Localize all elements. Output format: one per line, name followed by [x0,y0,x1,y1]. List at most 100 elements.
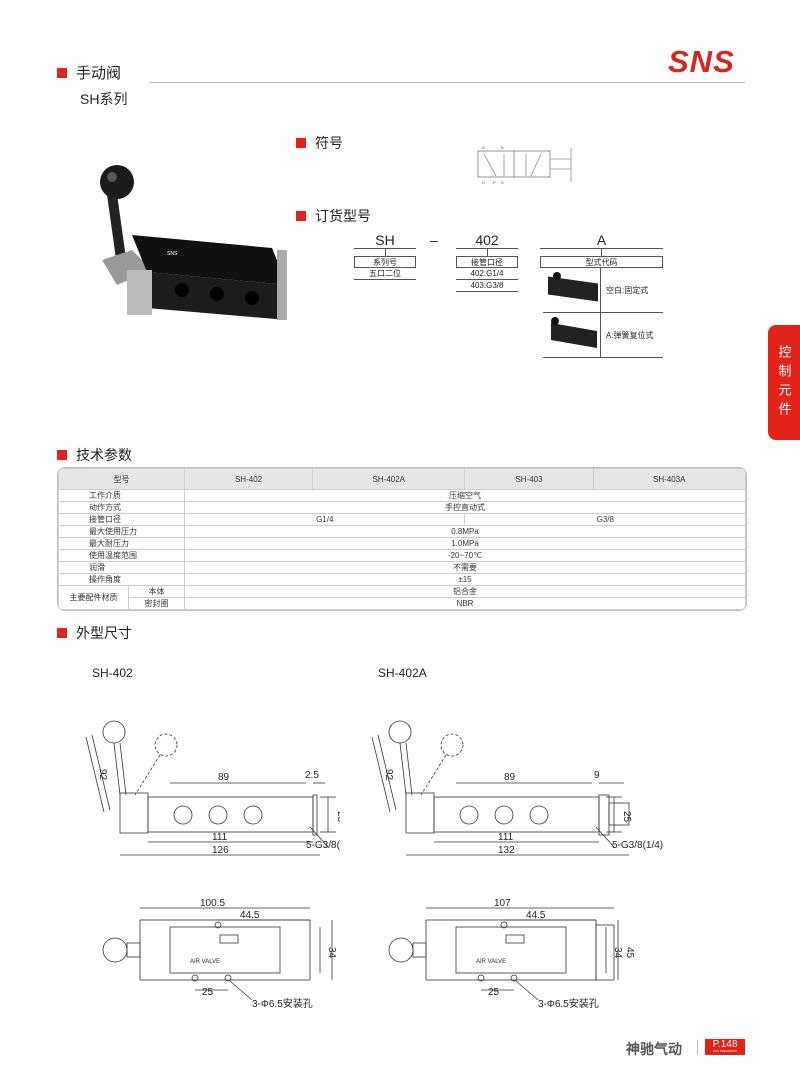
text: 9 [594,770,600,781]
text: 3-Φ6.5安装孔 [252,997,313,1010]
text: 44.5 [526,910,546,921]
dims-title-text: 外型尺寸 [76,625,132,641]
text: 111 [212,832,228,843]
text: 2.5 [305,770,319,781]
text: 主要配件材质 [58,585,129,610]
col-header: SH-403A [592,468,746,490]
text: 34 [612,947,623,959]
section-title-text: 手动阀 [76,65,122,82]
text: 密封圈 [128,597,185,610]
text: 最大使用压力 [58,525,185,538]
type-photo-spring [543,313,601,357]
text: 铝合金 [184,585,746,598]
table-row: 动作方式手控直动式 [58,501,746,514]
order-part-type: A [540,232,663,249]
text: ±15 [184,573,746,586]
table-row: 润滑不需要 [58,561,746,574]
text: 25 [335,811,340,823]
text: 接管口径 [58,513,185,526]
text: 工作介质 [58,489,185,502]
text: 92 [383,769,394,781]
text: 压缩空气 [184,489,746,502]
text: 89 [504,772,516,783]
text: 动作方式 [58,501,185,514]
text: 44.5 [240,910,260,921]
text: 5-G3/8(1/4) [306,840,340,851]
order-port: 402 接管口径 402:G1/4 403:G3/8 [456,232,518,292]
product-photo: SNS [100,165,287,320]
text: 5-G3/8(1/4) [612,840,663,851]
port-label: S [501,180,504,185]
bullet-icon [57,67,67,78]
text: 25 [202,987,214,998]
text: -20~70℃ [184,549,746,562]
footer-divider [697,1040,698,1055]
bullet-icon [57,628,67,638]
page-sub: SNS PNEUMATIC [712,1049,738,1053]
specs-title-text: 技术参数 [76,447,132,463]
text: G1/4 [183,513,466,526]
col-header: SH-403 [464,468,594,490]
port-label: P [493,180,496,185]
text: 89 [218,772,230,783]
text: 最大耐压力 [58,537,185,550]
text: NBR [184,597,746,610]
side-tab-control-components[interactable]: 控制元件 [768,325,800,440]
text: 不需要 [184,561,746,574]
col-header: SH-402 [183,468,314,490]
port-label: 接管口径 [456,256,518,268]
bullet-icon [296,211,306,221]
text: 1.0MPa [184,537,746,550]
text: 25 [621,811,632,823]
port-value: 403:G3/8 [456,280,518,292]
text: 132 [498,845,515,856]
bullet-icon [296,138,306,148]
text: 107 [494,898,511,909]
type-value: 空白:固定式 [606,286,649,295]
section-title: 手动阀 [57,62,121,83]
dimension-drawing-left: 92 89 2.5 25 111 126 5-G3/8(1/4) 100.5 4… [85,720,340,1010]
symbol-title: 符号 [296,133,343,153]
footer-brand: 神驰气动 [626,1041,682,1057]
col-header: 型号 [58,468,185,490]
series-label: 系列号 [354,256,416,268]
col-header: SH-402A [312,468,466,490]
type-value: A:弹簧复位式 [606,331,654,340]
drawing-model-label: SH-402 [92,666,133,680]
text: 45 [624,947,635,959]
dims-title: 外型尺寸 [57,623,132,643]
text: 操作角度 [58,573,185,586]
order-type: A 型式代码 空白:固定式 A:弹簧复位式 [540,232,663,358]
table-row: 使用温度范围-20~70℃ [58,549,746,562]
table-row: 操作角度±15 [58,573,746,586]
text: G3/8 [464,513,746,526]
text: 润滑 [58,561,185,574]
port-value: 402:G1/4 [456,268,518,280]
table-row: 工作介质压缩空气 [58,489,746,502]
order-title-text: 订货型号 [315,208,371,224]
text: AIR VALVE [190,959,220,965]
text: 92 [97,769,108,781]
port-label: R [482,180,485,185]
bullet-icon [57,450,67,460]
svg-text:SNS: SNS [167,251,178,257]
text: 100.5 [200,898,225,909]
order-dash: – [430,232,438,248]
port-label: A [482,145,485,150]
text: 34 [326,947,337,959]
series-value: 五口二位 [354,268,416,280]
page-number: P.148 [712,1039,738,1050]
text: 3-Φ6.5安装孔 [538,997,599,1010]
series-title: SH系列 [80,91,128,107]
symbol-title-text: 符号 [315,135,343,151]
text: 本体 [128,585,185,598]
drawing-model-label: SH-402A [378,666,427,680]
text: 45 [338,947,340,959]
text: 25 [488,987,500,998]
